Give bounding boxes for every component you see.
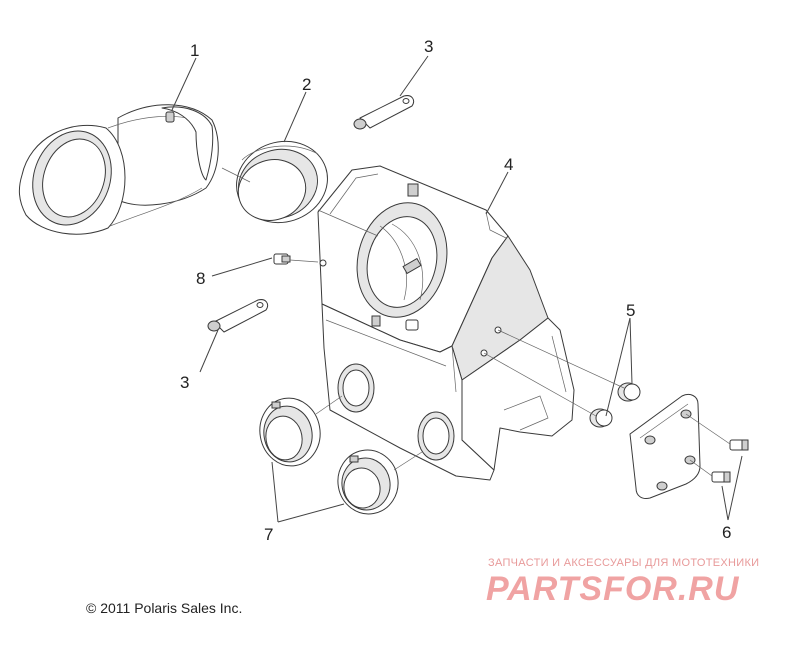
leader-lines — [171, 55, 743, 523]
outlet-boot-left — [259, 397, 321, 467]
clamp-ring — [236, 140, 328, 224]
callout-8: 8 — [196, 269, 205, 288]
callout-5: 5 — [626, 301, 635, 320]
mounting-plate — [629, 393, 701, 499]
air-box — [317, 165, 575, 481]
bolt-pair — [711, 439, 749, 483]
callout-1: 1 — [190, 41, 199, 60]
callout-6: 6 — [722, 523, 731, 542]
callout-7: 7 — [264, 525, 273, 544]
callout-3-upper: 3 — [424, 37, 433, 56]
callout-2: 2 — [302, 75, 311, 94]
intake-duct — [18, 104, 219, 235]
breather-fitting — [273, 253, 419, 331]
grommet-pair — [589, 382, 641, 428]
callout-3-lower: 3 — [180, 373, 189, 392]
watermark-brand: PARTSFOR.RU — [486, 570, 740, 608]
strap-upper — [353, 95, 415, 130]
strap-lower — [207, 299, 269, 333]
callout-4: 4 — [504, 155, 513, 174]
outlet-boot-right — [337, 449, 399, 515]
watermark-subtitle: ЗАПЧАСТИ И АКСЕССУАРЫ ДЛЯ МОТОТЕХНИКИ — [488, 557, 760, 569]
copyright-notice: © 2011 Polaris Sales Inc. — [86, 600, 243, 616]
